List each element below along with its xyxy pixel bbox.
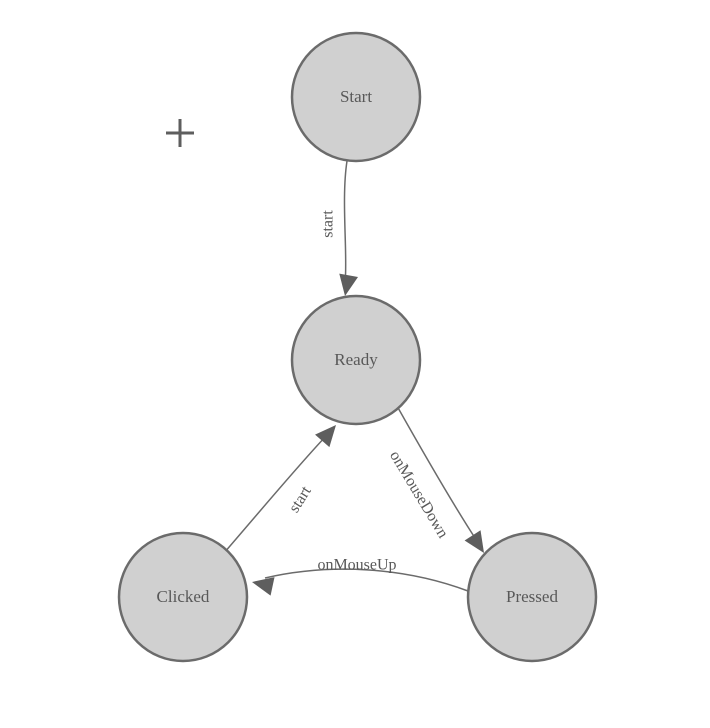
edge-line-start-to-ready[interactable] <box>343 160 348 285</box>
edge-start-to-ready[interactable]: start <box>320 160 359 298</box>
edge-line-ready-to-pressed[interactable] <box>396 405 478 542</box>
edge-line-pressed-to-clicked[interactable] <box>264 568 469 592</box>
arrowhead-start-to-ready <box>339 273 359 296</box>
node-circle-ready[interactable] <box>290 294 422 426</box>
node-start[interactable]: Start <box>290 31 422 163</box>
node-ready[interactable]: Ready <box>290 294 422 426</box>
node-pressed[interactable]: Pressed <box>466 531 598 663</box>
arrowhead-ready-to-pressed <box>464 530 484 553</box>
arrowhead-clicked-to-ready <box>315 425 336 448</box>
edge-label-start-to-ready[interactable]: start <box>320 210 337 238</box>
markers-layer <box>166 119 194 147</box>
node-circle-clicked[interactable] <box>117 531 249 663</box>
edge-line-clicked-to-ready[interactable] <box>223 433 329 554</box>
edge-clicked-to-ready[interactable]: start <box>223 419 343 554</box>
edge-pressed-to-clicked[interactable]: onMouseUp <box>250 557 469 596</box>
edge-label-clicked-to-ready[interactable]: start <box>286 483 315 516</box>
edge-label-pressed-to-clicked[interactable]: onMouseUp <box>317 557 396 574</box>
node-circle-pressed[interactable] <box>466 531 598 663</box>
edge-label-ready-to-pressed[interactable]: onMouseDown <box>386 448 451 541</box>
arrowhead-pressed-to-clicked <box>252 577 275 596</box>
edge-ready-to-pressed[interactable]: onMouseDown <box>386 405 492 558</box>
canvas-crosshair <box>166 119 194 147</box>
node-clicked[interactable]: Clicked <box>117 531 249 663</box>
node-circle-start[interactable] <box>290 31 422 163</box>
